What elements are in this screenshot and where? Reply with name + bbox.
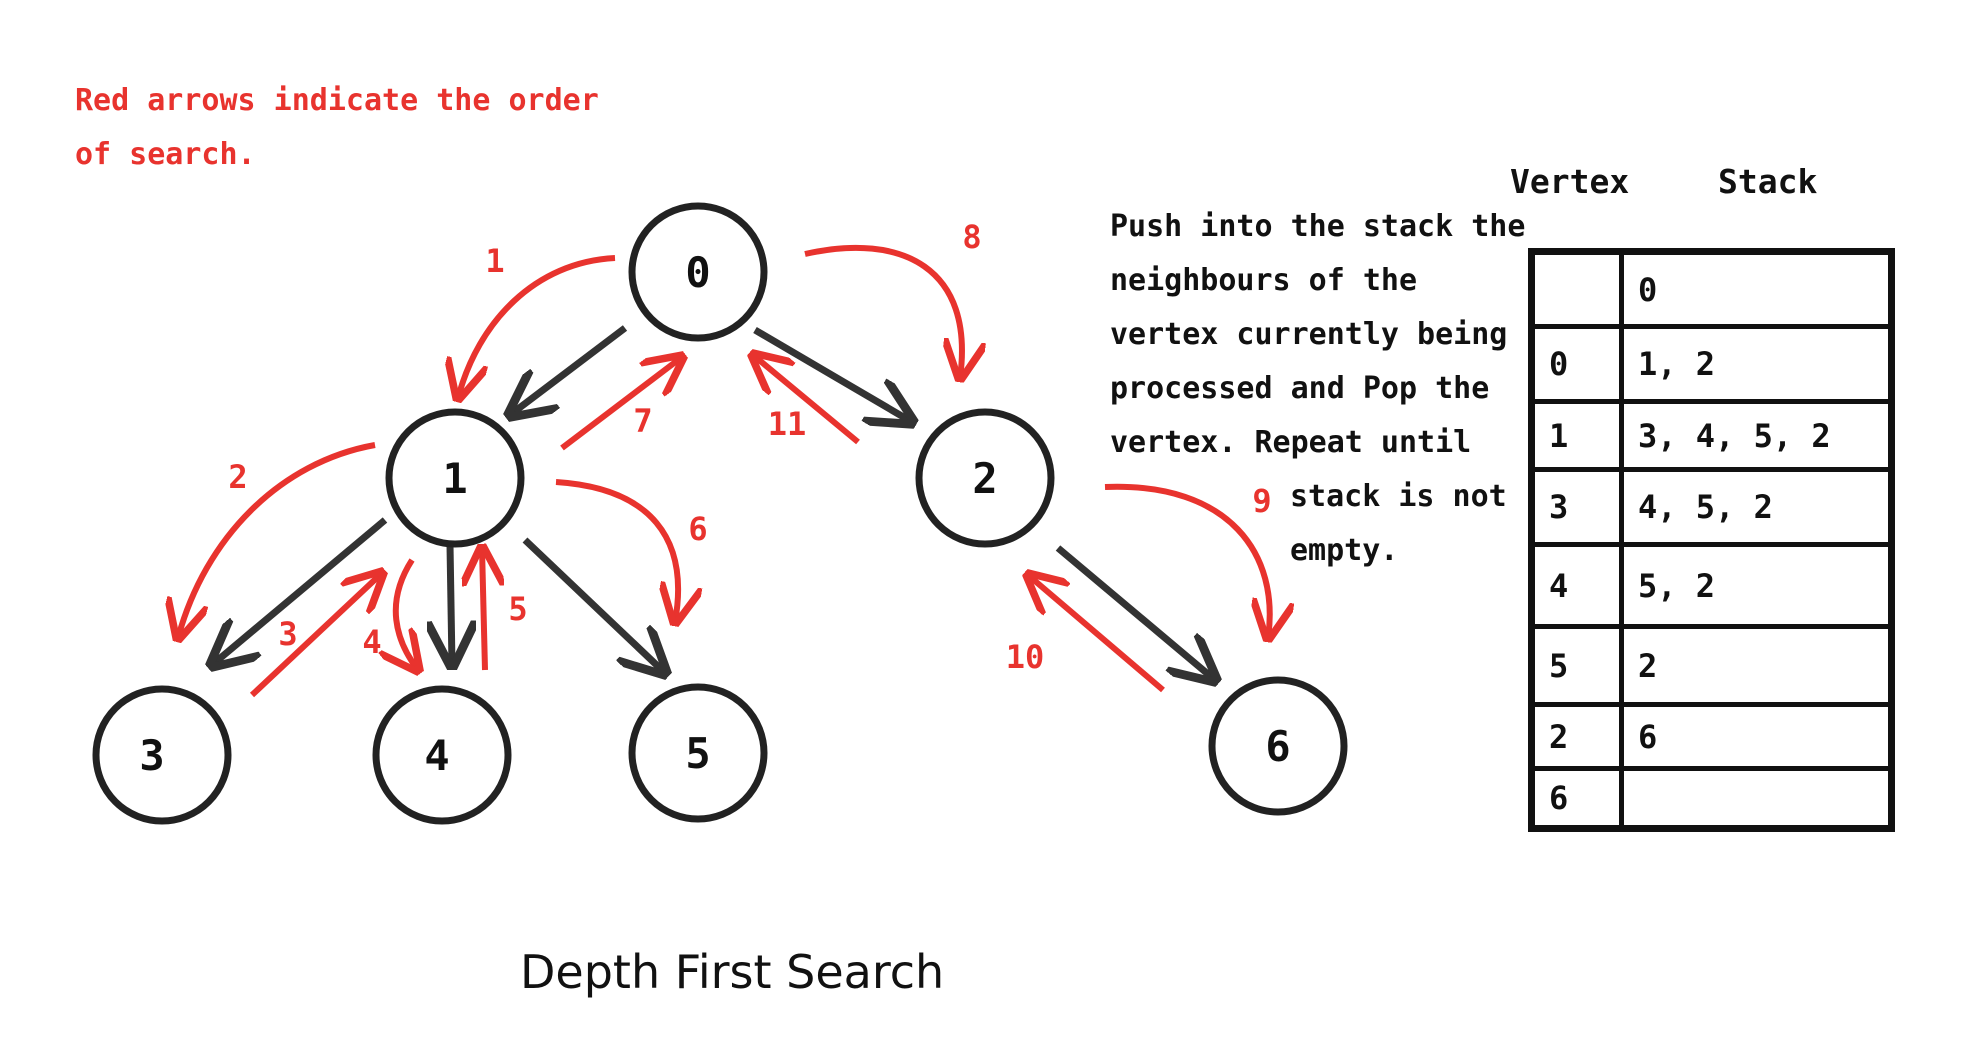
order-label: 7: [633, 402, 652, 440]
order-label: 4: [362, 623, 381, 661]
stack-cell: 2: [1619, 624, 1894, 707]
note-line: vertex. Repeat until: [1110, 425, 1472, 460]
stack-cell: 3, 4, 5, 2: [1619, 399, 1894, 472]
node-3: [92, 685, 232, 825]
node-label: 6: [1265, 722, 1290, 771]
stack-cell: 6: [1619, 702, 1894, 771]
vertex-cell: 5: [1529, 624, 1624, 707]
node-label: 4: [424, 731, 449, 780]
node-label: 0: [685, 248, 710, 297]
order-label: 10: [1006, 638, 1045, 676]
note-line: stack is not: [1290, 479, 1507, 514]
nodes: [92, 202, 1348, 825]
node-label: 1: [442, 454, 467, 503]
node-labels: 0 1 2 3 4 5 6: [139, 248, 1290, 780]
edge-1-4: [450, 544, 452, 665]
vertex-cell: 1: [1529, 399, 1624, 472]
red-arrow-note: Red arrows indicate the order of search.: [75, 74, 599, 182]
vertex-cell: 2: [1529, 702, 1624, 771]
table-headers: Vertex Stack: [1500, 162, 1920, 212]
edge-0-2: [753, 326, 912, 422]
vertex-cell: [1529, 249, 1624, 329]
arrow-6: [555, 479, 678, 622]
note-line: Push into the stack the: [1110, 209, 1526, 244]
arrow-10: [1028, 575, 1165, 693]
stack-header: Stack: [1718, 162, 1818, 201]
node-2: [915, 408, 1055, 548]
order-label: 2: [228, 458, 247, 496]
arrow-11: [753, 355, 860, 445]
stack-cell: 5, 2: [1619, 542, 1894, 629]
note-line: Red arrows indicate the order: [75, 83, 599, 118]
arrow-2: [178, 442, 376, 638]
arrow-4: [396, 558, 418, 670]
note-line: vertex currently being: [1110, 317, 1508, 352]
node-5: [628, 683, 768, 823]
vertex-cell: 6: [1529, 766, 1624, 831]
edge-2-6: [1055, 545, 1215, 680]
edge-1-3: [212, 517, 388, 665]
arrow-9: [1104, 483, 1270, 638]
node-0: [628, 202, 768, 342]
note-line: of search.: [75, 137, 256, 172]
edge-0-1: [510, 325, 628, 415]
node-1: [385, 408, 525, 548]
node-6: [1208, 676, 1348, 816]
stack-cell: 1, 2: [1619, 324, 1894, 404]
arrow-7: [560, 357, 682, 451]
stack-cell: [1619, 766, 1894, 831]
order-label: 1: [485, 242, 504, 280]
stack-cell: 0: [1619, 249, 1894, 329]
order-label: 6: [688, 510, 707, 548]
arrow-8: [804, 244, 962, 378]
order-label: 8: [962, 218, 981, 256]
order-label: 5: [508, 590, 527, 628]
node-label: 3: [139, 731, 164, 780]
node-label: 5: [685, 729, 710, 778]
table-row: 6: [1529, 766, 1894, 831]
order-labels: 1 2 3 4 5 6 7 8 9 10 11: [228, 218, 1271, 676]
stack-cell: 4, 5, 2: [1619, 467, 1894, 547]
order-label: 11: [768, 405, 807, 443]
vertex-cell: 3: [1529, 467, 1624, 547]
order-label: 9: [1252, 482, 1271, 520]
vertex-cell: 0: [1529, 324, 1624, 404]
vertex-cell: 4: [1529, 542, 1624, 629]
diagram-caption: Depth First Search: [520, 945, 945, 999]
arrow-1: [458, 255, 616, 398]
vertex-header: Vertex: [1510, 162, 1630, 201]
order-label: 3: [278, 615, 297, 653]
order-arrows: [178, 244, 1270, 698]
arrow-3: [249, 573, 382, 698]
stack-instructions: Push into the stack the neighbours of th…: [1110, 200, 1525, 578]
note-line: processed and Pop the: [1110, 371, 1490, 406]
node-4: [372, 685, 512, 825]
tree-edges: [212, 325, 1215, 680]
arrow-5: [482, 548, 485, 671]
table-row: 0: [1529, 249, 1894, 329]
note-line: empty.: [1290, 533, 1399, 568]
edge-1-5: [522, 537, 665, 673]
note-line: neighbours of the: [1110, 263, 1418, 298]
node-label: 2: [972, 454, 997, 503]
